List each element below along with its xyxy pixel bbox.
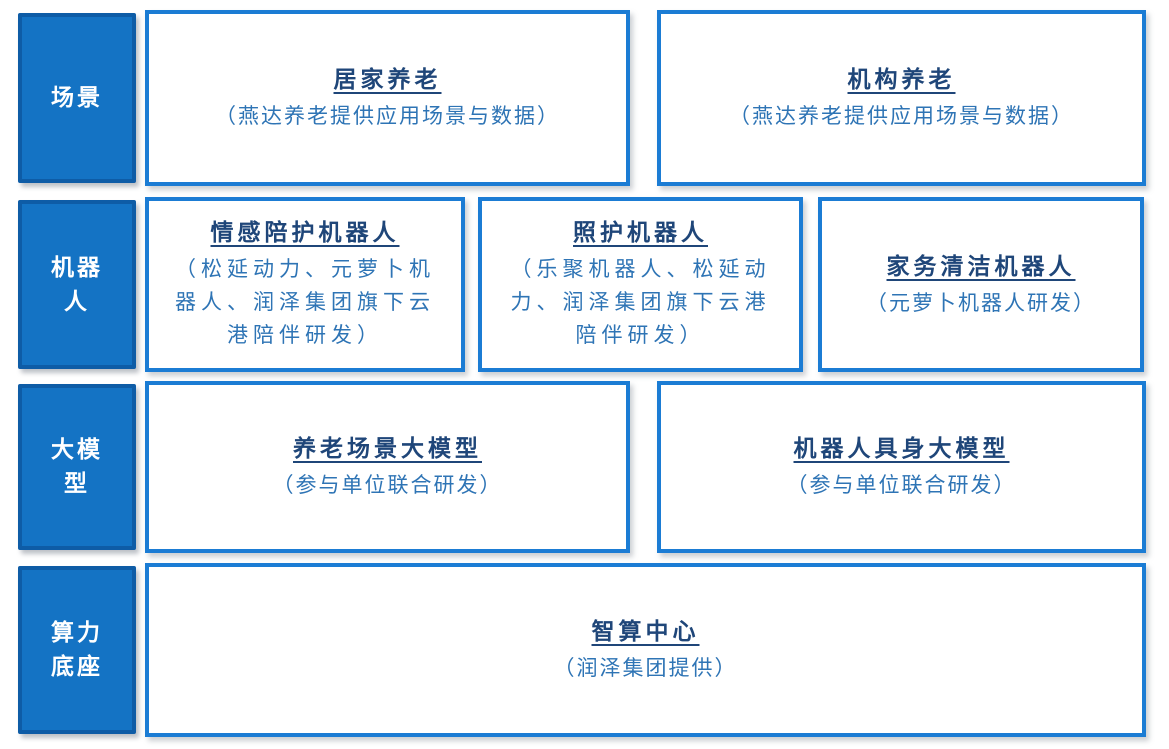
box-title: 照护机器人 bbox=[573, 220, 708, 245]
box-subtitle: （燕达养老提供应用场景与数据） bbox=[215, 104, 560, 128]
row-robot: 机器 人 情感陪护机器人 （松延动力、元萝卜机 器人、润泽集团旗下云 港陪伴研发… bbox=[18, 197, 1169, 372]
row-scenario: 场景 居家养老 （燕达养老提供应用场景与数据） 机构养老 （燕达养老提供应用场景… bbox=[18, 10, 1169, 186]
box-subtitle: （润泽集团提供） bbox=[553, 656, 738, 680]
box-elderly-scene-large-model: 养老场景大模型 （参与单位联合研发） bbox=[145, 381, 630, 553]
box-robot-embodied-large-model: 机器人具身大模型 （参与单位联合研发） bbox=[657, 381, 1146, 553]
box-title: 情感陪护机器人 bbox=[210, 220, 400, 245]
box-title: 居家养老 bbox=[333, 67, 442, 92]
row-large-model: 大模 型 养老场景大模型 （参与单位联合研发） 机器人具身大模型 （参与单位联合… bbox=[18, 381, 1169, 553]
box-care-robot: 照护机器人 （乐聚机器人、松延动 力、润泽集团旗下云港 陪伴研发） bbox=[478, 197, 803, 372]
box-housework-cleaning-robot: 家务清洁机器人 （元萝卜机器人研发） bbox=[818, 197, 1144, 372]
box-title: 养老场景大模型 bbox=[293, 436, 482, 461]
box-title: 机构养老 bbox=[847, 67, 956, 92]
row-label-computing-base: 算力 底座 bbox=[18, 566, 136, 734]
box-title: 机器人具身大模型 bbox=[793, 436, 1010, 461]
box-subtitle: （燕达养老提供应用场景与数据） bbox=[729, 104, 1074, 128]
box-subtitle: （乐聚机器人、松延动 力、润泽集团旗下云港 陪伴研发） bbox=[510, 257, 771, 347]
box-title: 智算中心 bbox=[591, 619, 700, 644]
box-home-elderly-care: 居家养老 （燕达养老提供应用场景与数据） bbox=[145, 10, 630, 186]
box-subtitle: （松延动力、元萝卜机 器人、润泽集团旗下云 港陪伴研发） bbox=[175, 257, 435, 347]
box-subtitle: （元萝卜机器人研发） bbox=[866, 290, 1096, 315]
box-subtitle: （参与单位联合研发） bbox=[272, 473, 503, 497]
box-emotional-companion-robot: 情感陪护机器人 （松延动力、元萝卜机 器人、润泽集团旗下云 港陪伴研发） bbox=[145, 197, 465, 372]
box-title: 家务清洁机器人 bbox=[886, 253, 1076, 279]
row-label-large-model: 大模 型 bbox=[18, 384, 136, 550]
box-subtitle: （参与单位联合研发） bbox=[786, 473, 1017, 497]
row-label-scenario: 场景 bbox=[18, 13, 136, 183]
box-intelligent-computing-center: 智算中心 （润泽集团提供） bbox=[145, 563, 1146, 737]
row-computing-base: 算力 底座 智算中心 （润泽集团提供） bbox=[18, 563, 1169, 737]
box-institutional-elderly-care: 机构养老 （燕达养老提供应用场景与数据） bbox=[657, 10, 1146, 186]
row-label-robot: 机器 人 bbox=[18, 200, 136, 369]
